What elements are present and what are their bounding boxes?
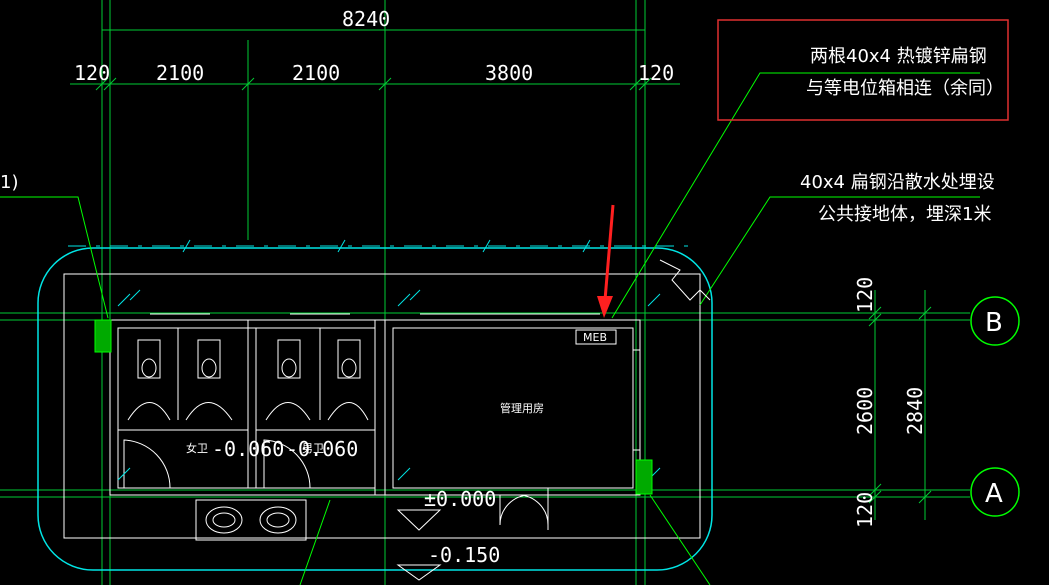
red-arrow [597,204,615,318]
break-symbol [659,259,711,301]
horizontal-axis-lines [0,312,970,498]
top-dimension-lines [70,29,680,91]
dim-seg-3: 3800 [485,61,533,85]
note-box [717,19,1009,121]
dim-seg-1: 2100 [156,61,204,85]
note-right-line2: 公共接地体，埋深1米 [818,204,991,225]
dim-vert-mid: 2600 [853,387,877,435]
dim-vert-total: 2840 [903,387,927,435]
level-2: -0.060 [286,437,358,461]
female-toilet-label: 女卫 [186,441,208,455]
right-dimension-lines [830,290,960,520]
leader-lines [0,72,980,585]
note-right-line1: 40x4 扁钢沿散水处埋设 [800,172,995,193]
level-4: -0.150 [428,543,500,567]
level-1: -0.060 [212,437,284,461]
dim-seg-2: 2100 [292,61,340,85]
dim-vert-bottom: 120 [853,492,877,528]
dim-left-margin: 120 [74,61,110,85]
meb-label: MEB [583,331,607,344]
cyan-ticks [117,239,661,481]
axis-b-label: B [985,308,1003,338]
room-manage-label: 管理用房 [500,401,544,415]
dim-vert-top: 120 [853,277,877,313]
grounding-pads [94,319,653,495]
grounding-loop [37,247,713,571]
dim-total: 8240 [342,7,390,31]
level-3: ±0.000 [424,487,496,511]
note-boxed-line2: 与等电位箱相连（余同） [806,78,1004,99]
note-boxed-line1: 两根40x4 热镀锌扁钢 [810,46,987,67]
male-toilet-label: 男卫 [302,442,324,455]
building-outline [63,273,701,539]
meb-box[interactable] [575,329,617,345]
dim-right-margin: 120 [638,61,674,85]
walls [109,313,641,581]
note-left-fragment: 1) [0,172,18,193]
axis-a-label: A [985,479,1003,509]
axis-circles [970,296,1020,517]
